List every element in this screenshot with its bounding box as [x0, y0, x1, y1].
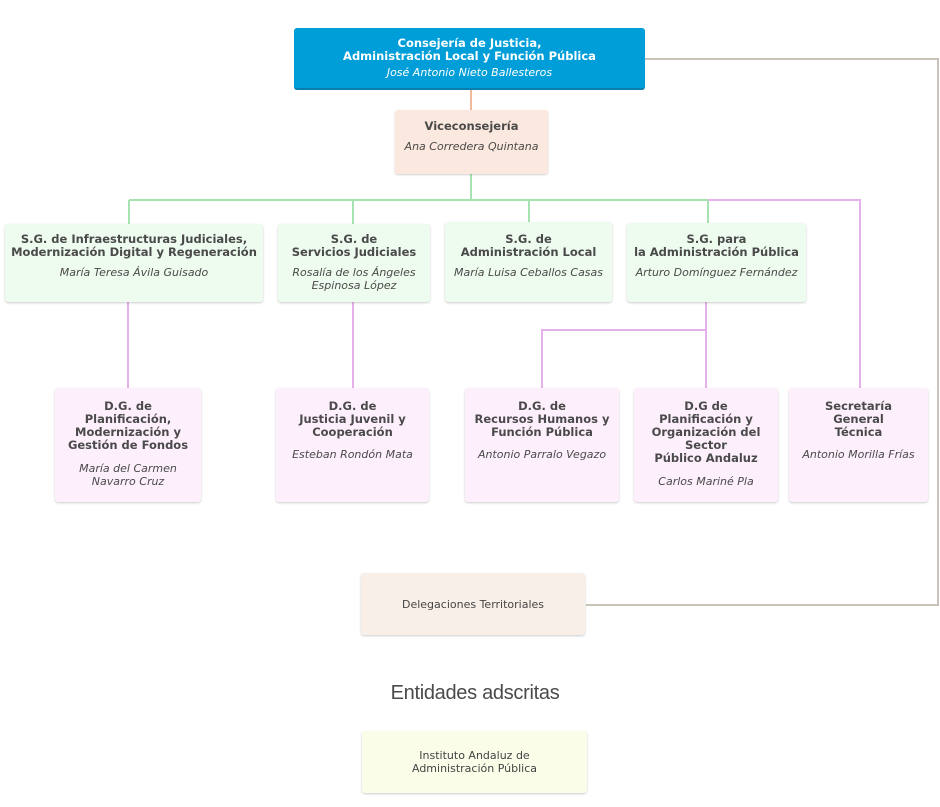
sg-name: María Teresa Ávila Guisado: [59, 266, 209, 279]
connector-sgt: [708, 199, 861, 388]
consejeria-title: Consejería de Justicia, Administración L…: [343, 36, 596, 63]
delegaciones-label: Delegaciones Territoriales: [401, 597, 545, 611]
dg-name: Carlos Mariné Pla: [658, 475, 754, 488]
viceconsejeria-name: Ana Corredera Quintana: [404, 140, 539, 153]
dg-planificacion-sector-publico-box[interactable]: D.G de Planificación y Organización del …: [634, 388, 778, 502]
dg-name: María del Carmen Navarro Cruz: [79, 462, 177, 488]
sg-servicios-judiciales-box[interactable]: S.G. de Servicios Judiciales Rosalía de …: [278, 224, 430, 302]
connector-delegaciones: [586, 58, 939, 606]
sg-title: S.G. para la Administración Pública: [634, 232, 799, 259]
dg-title: D.G de Planificación y Organización del …: [651, 399, 761, 465]
sg-infraestructuras-box[interactable]: S.G. de Infraestructuras Judiciales, Mod…: [5, 224, 263, 302]
entidades-heading: Entidades adscritas: [390, 682, 560, 704]
viceconsejeria-box[interactable]: Viceconsejería Ana Corredera Quintana: [395, 110, 548, 174]
sg-title: S.G. de Administración Local: [460, 232, 597, 259]
connector-sg4-dg3: [541, 329, 706, 388]
secretaria-general-tecnica-box[interactable]: Secretaría General Técnica Antonio Moril…: [789, 388, 928, 502]
dg-title: D.G. de Planificación, Modernización y G…: [67, 399, 189, 452]
instituto-label: Instituto Andaluz de Administración Públ…: [411, 749, 538, 775]
dg-justicia-juvenil-box[interactable]: D.G. de Justicia Juvenil y Cooperación E…: [276, 388, 429, 502]
dg-planificacion-modernizacion-box[interactable]: D.G. de Planificación, Modernización y G…: [55, 388, 201, 502]
dg-title: D.G. de Justicia Juvenil y Cooperación: [299, 399, 406, 439]
sg-title: S.G. de Infraestructuras Judiciales, Mod…: [11, 232, 257, 259]
dg-name: Antonio Morilla Frías: [802, 448, 915, 461]
instituto-andaluz-box[interactable]: Instituto Andaluz de Administración Públ…: [362, 731, 587, 793]
dg-name: Antonio Parralo Vegazo: [477, 448, 607, 461]
dg-recursos-humanos-box[interactable]: D.G. de Recursos Humanos y Función Públi…: [465, 388, 619, 502]
delegaciones-territoriales-box[interactable]: Delegaciones Territoriales: [361, 573, 585, 635]
dg-name: Esteban Rondón Mata: [292, 448, 413, 461]
sg-name: Arturo Domínguez Fernández: [635, 266, 798, 279]
sg-administracion-publica-box[interactable]: S.G. para la Administración Pública Artu…: [627, 223, 806, 302]
sg-title: S.G. de Servicios Judiciales: [291, 232, 417, 259]
dg-title: D.G. de Recursos Humanos y Función Públi…: [474, 399, 610, 439]
consejeria-name: José Antonio Nieto Ballesteros: [386, 66, 553, 79]
viceconsejeria-title: Viceconsejería: [424, 119, 519, 133]
sg-name: María Luisa Ceballos Casas: [453, 266, 604, 279]
dg-title: Secretaría General Técnica: [824, 399, 892, 439]
consejeria-box[interactable]: Consejería de Justicia, Administración L…: [294, 28, 645, 90]
sg-name: Rosalía de los Ángeles Espinosa López: [292, 266, 416, 292]
sg-administracion-local-box[interactable]: S.G. de Administración Local María Luisa…: [445, 222, 612, 302]
